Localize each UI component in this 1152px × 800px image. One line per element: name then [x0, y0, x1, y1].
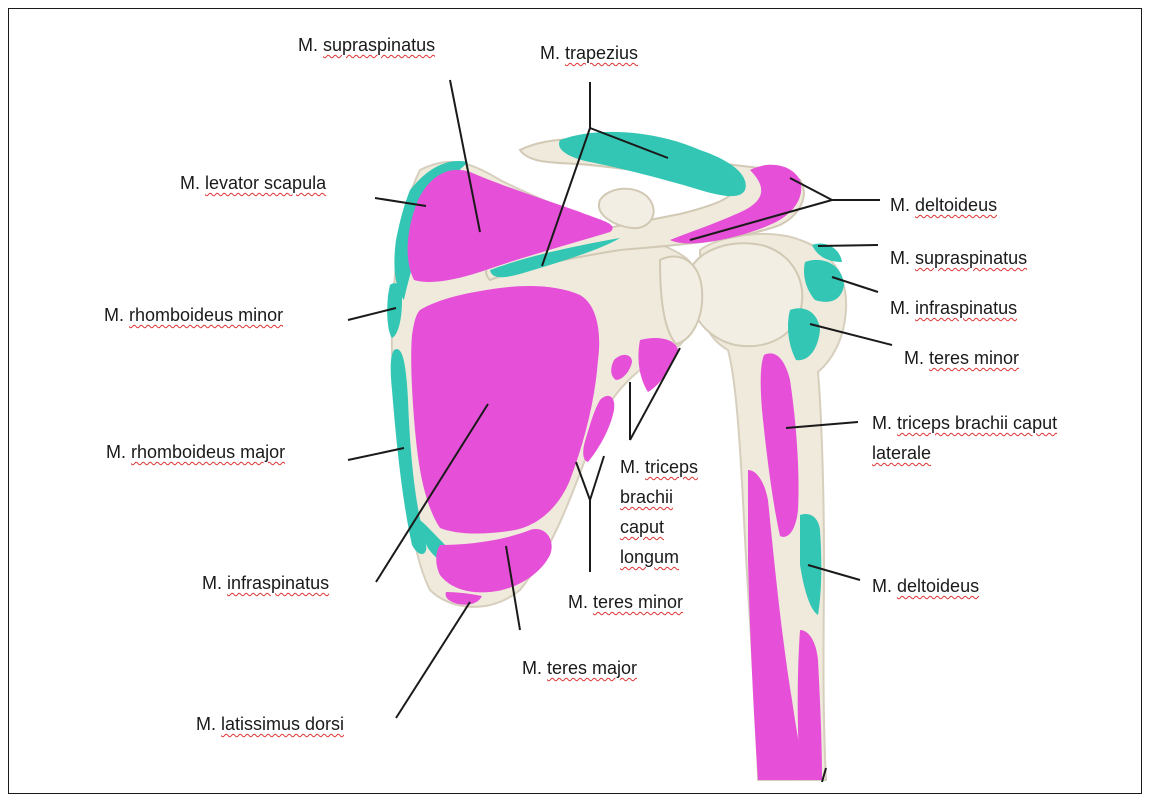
label-prefix: M. — [620, 457, 640, 477]
label-prefix: M. — [540, 43, 560, 63]
label-name: infraspinatus — [915, 298, 1017, 318]
label-name: triceps — [645, 457, 698, 477]
label-prefix: M. — [298, 35, 318, 55]
label-name: levator scapula — [205, 173, 326, 193]
label-name: deltoideus — [897, 576, 979, 596]
label-rhomboideus-major: M. rhomboideus major — [106, 441, 285, 463]
label-supraspinatus-right: M. supraspinatus — [890, 247, 1027, 269]
leader-rhomboideus-major — [348, 448, 404, 460]
label-name: caput — [620, 517, 664, 537]
leader-latissimus-dorsi — [396, 602, 470, 718]
label-triceps-longum: M. triceps brachii caput longum — [620, 456, 698, 568]
label-prefix: M. — [180, 173, 200, 193]
label-prefix: M. — [106, 442, 126, 462]
leader-teres-minor-b — [590, 456, 604, 500]
label-prefix: M. — [890, 298, 910, 318]
label-prefix: M. — [890, 248, 910, 268]
leader-supraspinatus-right — [818, 245, 878, 246]
label-name: supraspinatus — [915, 248, 1027, 268]
label-teres-minor-right: M. teres minor — [904, 347, 1019, 369]
label-infraspinatus-right: M. infraspinatus — [890, 297, 1017, 319]
coracoid-process — [599, 189, 654, 228]
label-teres-minor-bottom: M. teres minor — [568, 591, 683, 613]
label-latissimus-dorsi: M. latissimus dorsi — [196, 713, 344, 735]
label-prefix: M. — [872, 413, 892, 433]
label-prefix: M. — [522, 658, 542, 678]
label-prefix: M. — [202, 573, 222, 593]
label-name: teres minor — [929, 348, 1019, 368]
label-name: trapezius — [565, 43, 638, 63]
label-prefix: M. — [904, 348, 924, 368]
humeral-head — [688, 243, 802, 346]
label-name: rhomboideus major — [131, 442, 285, 462]
label-name: teres major — [547, 658, 637, 678]
label-infraspinatus-left: M. infraspinatus — [202, 572, 329, 594]
label-teres-major: M. teres major — [522, 657, 637, 679]
label-name: longum — [620, 547, 679, 567]
label-line-2: laterale — [872, 442, 1057, 464]
label-name: infraspinatus — [227, 573, 329, 593]
label-trapezius: M. trapezius — [540, 42, 638, 64]
label-name: latissimus dorsi — [221, 714, 344, 734]
label-name: laterale — [872, 443, 931, 463]
label-prefix: M. — [890, 195, 910, 215]
label-line-1: M. triceps brachii caput — [872, 412, 1057, 434]
label-line-1: M. triceps — [620, 456, 698, 478]
label-name: rhomboideus minor — [129, 305, 283, 325]
label-line-3: caput — [620, 516, 698, 538]
label-deltoideus-bottom: M. deltoideus — [872, 575, 979, 597]
label-supraspinatus-top: M. supraspinatus — [298, 34, 435, 56]
triceps-longum-muscle — [638, 338, 678, 392]
label-prefix: M. — [196, 714, 216, 734]
label-deltoideus-top: M. deltoideus — [890, 194, 997, 216]
label-name: supraspinatus — [323, 35, 435, 55]
label-prefix: M. — [104, 305, 124, 325]
label-line-4: longum — [620, 546, 698, 568]
label-levator-scapula: M. levator scapula — [180, 172, 326, 194]
label-triceps-laterale: M. triceps brachii caput laterale — [872, 412, 1057, 464]
label-rhomboideus-minor: M. rhomboideus minor — [104, 304, 283, 326]
label-prefix: M. — [872, 576, 892, 596]
label-name: deltoideus — [915, 195, 997, 215]
label-name: brachii — [620, 487, 673, 507]
label-line-2: brachii — [620, 486, 698, 508]
label-name: teres minor — [593, 592, 683, 612]
label-prefix: M. — [568, 592, 588, 612]
label-name: triceps brachii caput — [897, 413, 1057, 433]
